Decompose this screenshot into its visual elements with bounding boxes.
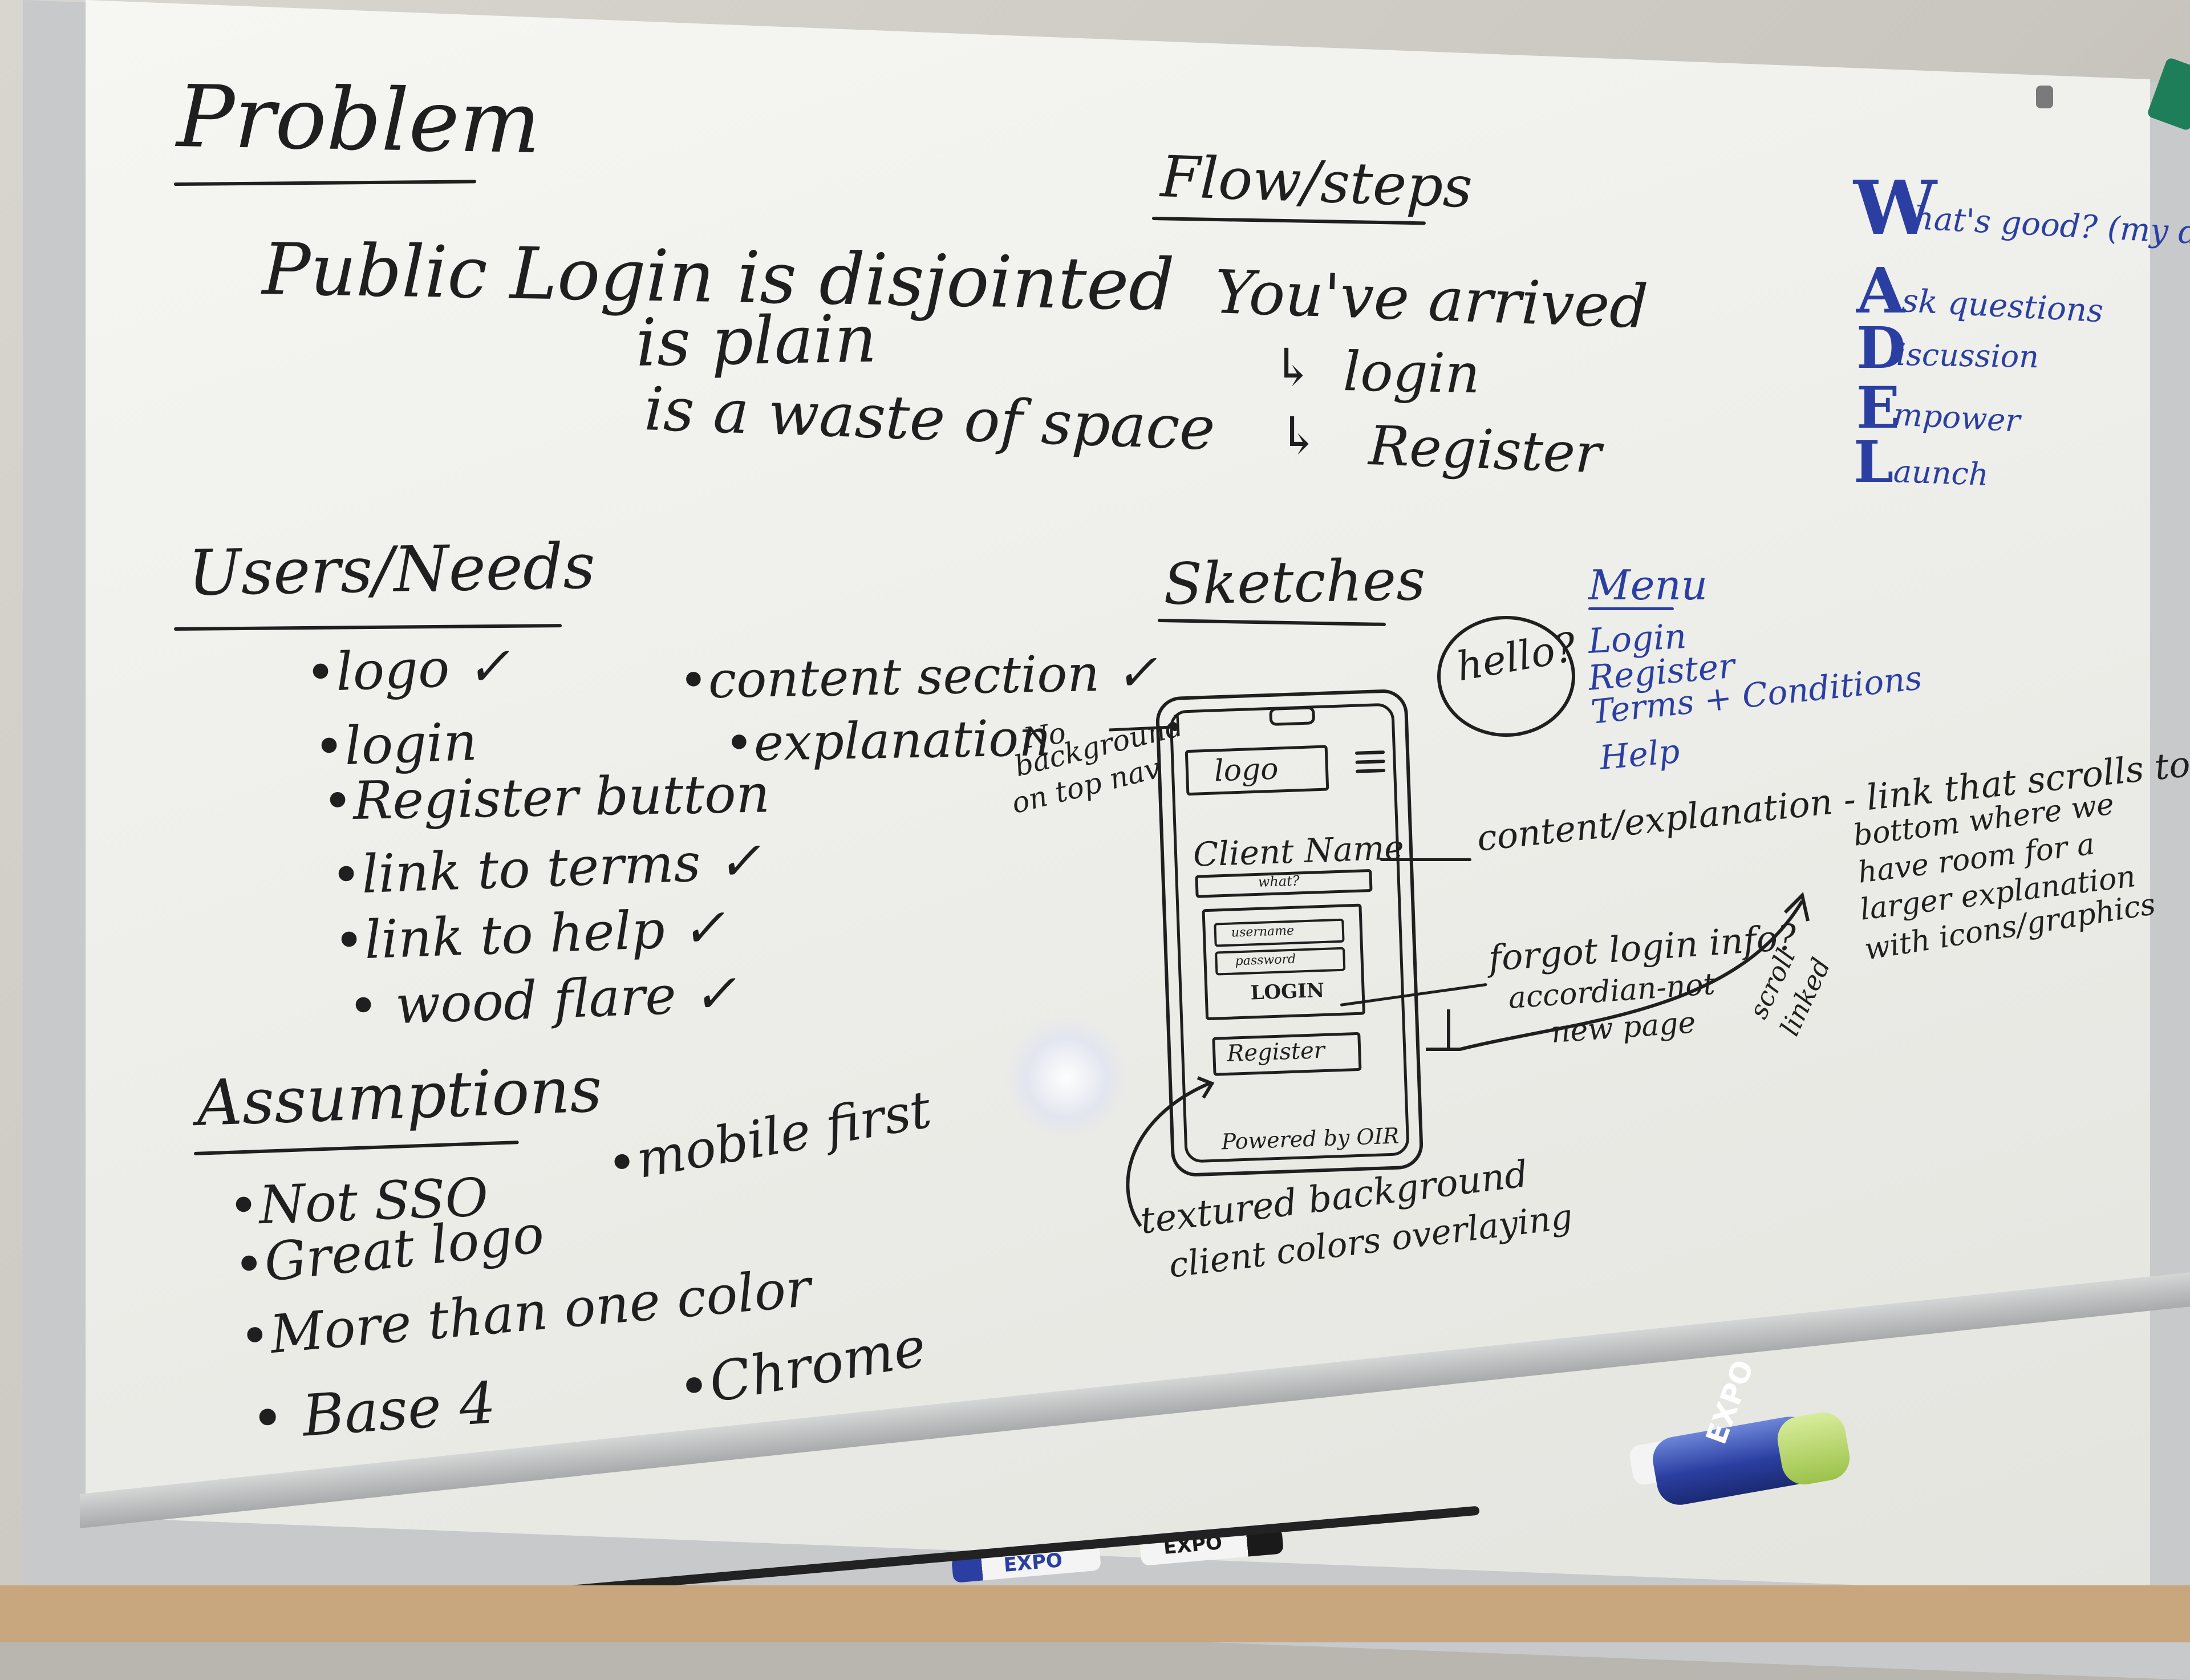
users-item-register-button: •Register button bbox=[322, 763, 770, 832]
hamburger-menu-icon bbox=[1354, 750, 1386, 779]
flow-step-login: login bbox=[1343, 340, 1481, 406]
no-bg-pointer bbox=[1109, 723, 1179, 732]
light-glare bbox=[1004, 1015, 1129, 1141]
wadel-letter-w: W bbox=[1854, 164, 1937, 251]
problem-heading: Problem bbox=[176, 67, 542, 173]
wadel-rest-l: aunch bbox=[1892, 453, 1989, 493]
phone-what-text: what? bbox=[1258, 873, 1300, 890]
assumptions-item-base4: • Base 4 bbox=[248, 1369, 498, 1453]
problem-line-2: is plain bbox=[635, 301, 878, 382]
content-pointer-line bbox=[1380, 858, 1471, 861]
flow-heading: Flow/steps bbox=[1159, 143, 1474, 221]
wadel-letter-a: A bbox=[1856, 254, 1905, 327]
wall-pin bbox=[2036, 86, 2053, 108]
phone-notch bbox=[1269, 706, 1316, 726]
menu-underline bbox=[1588, 607, 1674, 610]
phone-client-name: Client Name bbox=[1192, 827, 1405, 874]
wood-table-edge bbox=[0, 1585, 2190, 1642]
flow-arrived: You've arrived bbox=[1213, 257, 1649, 342]
wadel-letter-e: E bbox=[1856, 374, 1900, 441]
users-heading: Users/Needs bbox=[187, 529, 596, 610]
phone-logo-text: logo bbox=[1213, 752, 1279, 789]
wadel-rest-e: mpower bbox=[1892, 396, 2021, 439]
texture-arrow bbox=[1126, 1076, 1215, 1227]
phone-username-text: username bbox=[1231, 923, 1295, 940]
sketches-heading: Sketches bbox=[1162, 546, 1426, 618]
phone-password-text: password bbox=[1235, 952, 1296, 969]
users-item-explanation: •explanation bbox=[724, 708, 1052, 773]
users-item-logo: •logo ✓ bbox=[304, 635, 512, 704]
wadel-letter-d: D bbox=[1856, 314, 1906, 382]
users-item-wood-flare: • wood flare ✓ bbox=[347, 963, 738, 1037]
assumptions-heading: Assumptions bbox=[195, 1053, 603, 1140]
flow-arrow-icon-2: ↳ bbox=[1278, 406, 1321, 466]
wadel-rest-d: iscussion bbox=[1896, 336, 2039, 375]
flow-step-register: Register bbox=[1368, 415, 1603, 486]
scroll-arrow bbox=[1426, 892, 1810, 1051]
menu-title: Menu bbox=[1588, 561, 1708, 609]
phone-register-text: Register bbox=[1226, 1037, 1325, 1067]
users-item-login: •login bbox=[313, 711, 478, 778]
menu-item-help: Help bbox=[1598, 731, 1682, 777]
flow-arrow-icon-1: ↳ bbox=[1272, 338, 1315, 397]
speech-bubble bbox=[1437, 616, 1575, 737]
wadel-letter-l: L bbox=[1854, 428, 1894, 496]
users-item-link-help: •link to help ✓ bbox=[332, 897, 727, 972]
users-item-content-section: •content section ✓ bbox=[678, 643, 1158, 710]
phone-login-text: LOGIN bbox=[1250, 979, 1325, 1005]
users-item-link-terms: •link to terms ✓ bbox=[330, 830, 763, 906]
